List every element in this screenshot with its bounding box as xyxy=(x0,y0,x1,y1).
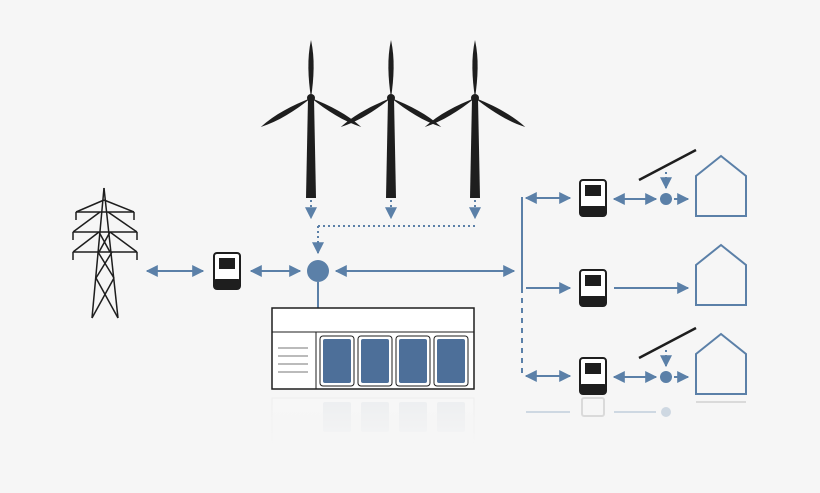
energy-meter-icon xyxy=(579,179,607,217)
junction-node-icon xyxy=(307,260,329,282)
junction-node-icon xyxy=(660,371,672,383)
wind-turbine-icon xyxy=(339,40,443,198)
turbine-feed-lines xyxy=(305,200,481,255)
energy-meter-icon xyxy=(213,252,241,290)
battery-cell xyxy=(433,335,469,387)
battery-storage-icon xyxy=(271,307,475,390)
distribution-bus xyxy=(521,192,572,382)
junction-node-icon xyxy=(660,193,672,205)
house-icon xyxy=(695,244,747,306)
wind-turbine-icon xyxy=(259,40,363,198)
household-connectors xyxy=(612,172,690,383)
energy-meter-icon xyxy=(579,269,607,307)
battery-cell xyxy=(319,335,355,387)
wind-turbine-icon xyxy=(423,40,527,198)
house-icon xyxy=(695,333,747,395)
household-reflection xyxy=(526,397,746,417)
transmission-tower-icon xyxy=(72,187,138,319)
energy-meter-icon xyxy=(579,357,607,395)
battery-reflection xyxy=(270,396,476,446)
battery-cell xyxy=(395,335,431,387)
grid-connectors xyxy=(145,265,516,308)
battery-cell xyxy=(357,335,393,387)
solar-panel-icon xyxy=(638,148,697,182)
solar-panel-icon xyxy=(638,326,697,360)
house-icon xyxy=(695,155,747,217)
